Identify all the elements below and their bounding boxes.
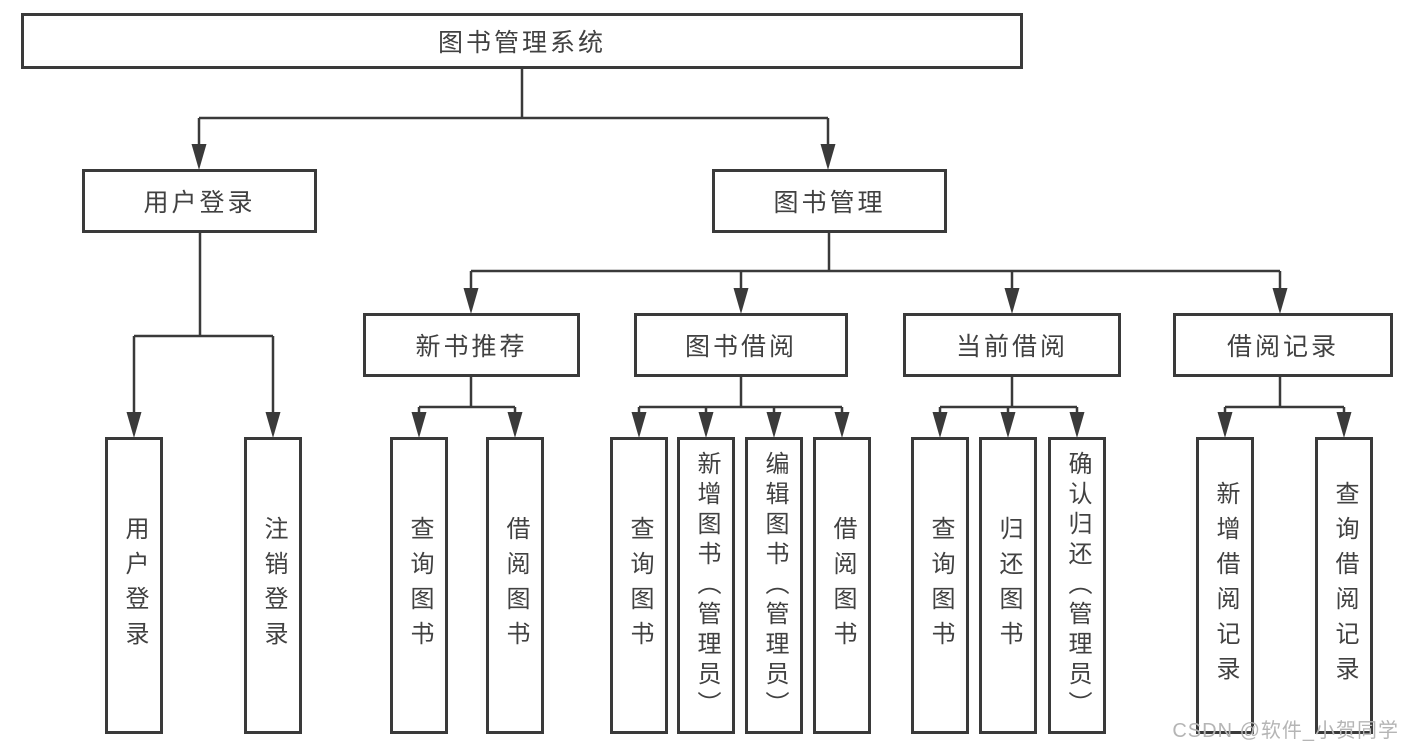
leaf-borrow-query-books: 查询图书 xyxy=(610,437,668,734)
arrowhead xyxy=(1004,288,1020,314)
node-label: 查询图书 xyxy=(626,515,653,656)
node-label: 注销登录 xyxy=(260,515,287,656)
node-label: 新增借阅记录 xyxy=(1212,480,1239,691)
connector-shafts xyxy=(132,69,1346,416)
node-label: 查询图书 xyxy=(406,515,433,656)
arrowhead xyxy=(733,288,749,314)
node-label: 借阅图书 xyxy=(829,515,856,656)
node-label: 归还图书 xyxy=(995,515,1022,656)
arrowhead xyxy=(766,412,782,438)
node-label: 借阅记录 xyxy=(1226,333,1339,361)
arrowhead xyxy=(463,288,479,314)
arrowhead xyxy=(698,412,714,438)
leaf-current-query-books: 查询图书 xyxy=(911,437,969,734)
arrowhead xyxy=(631,412,647,438)
arrowhead xyxy=(1336,412,1352,438)
node-library-management-system: 图书管理系统 xyxy=(21,13,1023,69)
arrowhead xyxy=(126,412,142,438)
arrowhead xyxy=(191,144,207,170)
node-label: 确认归还（管理员） xyxy=(1064,450,1091,721)
node-label: 新书推荐 xyxy=(415,333,528,361)
arrowhead xyxy=(1217,412,1233,438)
leaf-add-book-admin: 新增图书（管理员） xyxy=(677,437,735,734)
arrowhead xyxy=(820,144,836,170)
arrowhead xyxy=(932,412,948,438)
node-label: 借阅图书 xyxy=(502,515,529,656)
node-label: 图书管理 xyxy=(773,189,886,217)
leaf-user-login: 用户登录 xyxy=(105,437,163,734)
node-current-borrowing: 当前借阅 xyxy=(903,313,1121,377)
arrowhead xyxy=(1272,288,1288,314)
node-label: 用户登录 xyxy=(143,189,256,217)
leaf-edit-book-admin: 编辑图书（管理员） xyxy=(745,437,803,734)
leaf-rec-borrow-books: 借阅图书 xyxy=(486,437,544,734)
leaf-borrow-books: 借阅图书 xyxy=(813,437,871,734)
arrowhead xyxy=(1069,412,1085,438)
node-label: 当前借阅 xyxy=(955,333,1068,361)
node-label: 图书借阅 xyxy=(684,333,797,361)
leaf-confirm-return-admin: 确认归还（管理员） xyxy=(1048,437,1106,734)
node-label: 查询图书 xyxy=(927,515,954,656)
leaf-add-borrow-record: 新增借阅记录 xyxy=(1196,437,1254,734)
arrowhead xyxy=(834,412,850,438)
arrowhead xyxy=(265,412,281,438)
node-label: 新增图书（管理员） xyxy=(693,450,720,721)
node-user-login: 用户登录 xyxy=(82,169,317,233)
arrowheads xyxy=(126,144,1352,438)
leaf-logout: 注销登录 xyxy=(244,437,302,734)
node-new-book-recommendation: 新书推荐 xyxy=(363,313,580,377)
node-label: 查询借阅记录 xyxy=(1331,480,1358,691)
arrowhead xyxy=(507,412,523,438)
node-label: 图书管理系统 xyxy=(437,29,606,57)
node-borrowing-records: 借阅记录 xyxy=(1173,313,1393,377)
arrowhead xyxy=(411,412,427,438)
arrowhead xyxy=(1000,412,1016,438)
leaf-query-borrow-record: 查询借阅记录 xyxy=(1315,437,1373,734)
node-book-management: 图书管理 xyxy=(712,169,947,233)
csdn-watermark: CSDN @软件_小贺同学 xyxy=(1172,720,1399,742)
node-label: 用户登录 xyxy=(121,515,148,656)
leaf-rec-query-books: 查询图书 xyxy=(390,437,448,734)
node-label: 编辑图书（管理员） xyxy=(761,450,788,721)
node-book-borrowing: 图书借阅 xyxy=(634,313,848,377)
leaf-return-books: 归还图书 xyxy=(979,437,1037,734)
